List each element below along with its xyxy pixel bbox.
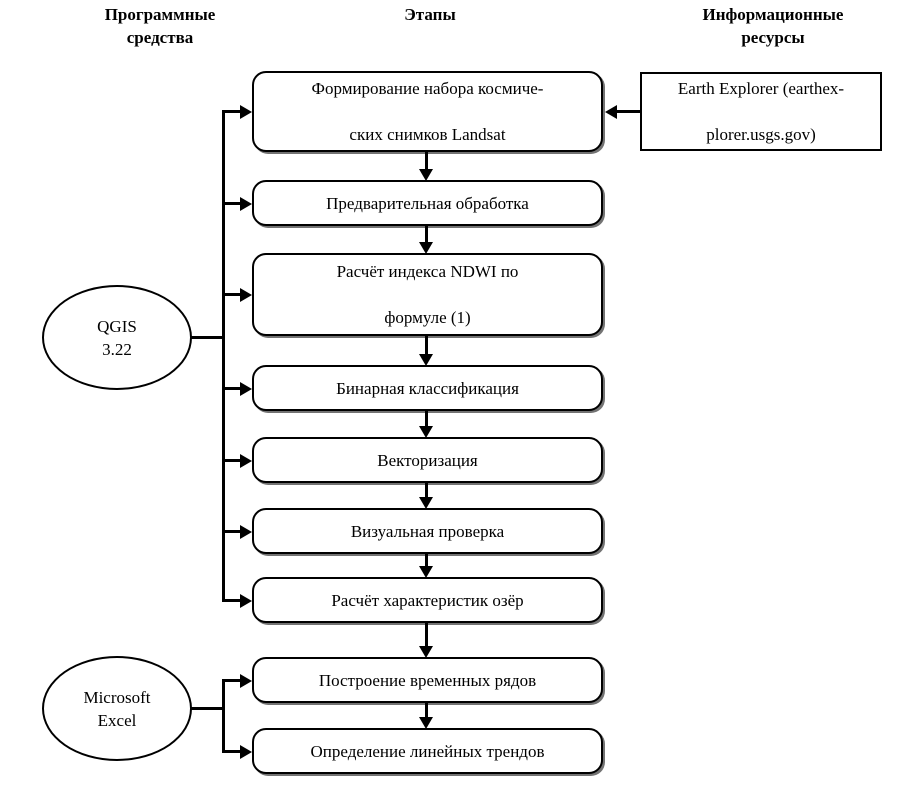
qgis-arrow-to-stage-6 (240, 525, 252, 539)
stage-box-2[interactable]: Предварительная обработка (252, 180, 603, 226)
qgis-arrow-to-stage-3 (240, 288, 252, 302)
qgis-bracket-spine (222, 110, 225, 602)
qgis-arrow-to-stage-5 (240, 454, 252, 468)
flow-arrow-2-3 (419, 242, 433, 254)
column-header-resources: Информационные ресурсы (648, 3, 898, 49)
stage-box-1[interactable]: Формирование набора космиче- ских снимко… (252, 71, 603, 152)
software-node-qgis-line2: 3.22 (102, 339, 132, 359)
flow-arrow-4-5 (419, 426, 433, 438)
column-header-software: Программные средства (40, 3, 280, 49)
stage-box-7-line1: Расчёт характеристик озёр (331, 590, 524, 610)
flow-arrow-7-8 (419, 646, 433, 658)
software-node-excel-line1: Microsoft (83, 687, 151, 707)
software-node-excel[interactable]: Microsoft Excel (42, 656, 192, 761)
software-node-excel-line2: Excel (97, 710, 137, 730)
resource-box-earth-explorer-line2: plorer.usgs.gov) (706, 125, 816, 144)
stage-box-6[interactable]: Визуальная проверка (252, 508, 603, 554)
stage-box-1-line2: ских снимков Landsat (349, 125, 506, 144)
flow-connector-7-8-line (425, 623, 428, 649)
qgis-arrow-to-stage-7 (240, 594, 252, 608)
resource-arrow-to-stage-1 (605, 105, 617, 119)
stage-box-4-line1: Бинарная классификация (336, 378, 519, 398)
qgis-branch-line-5 (222, 459, 244, 462)
stage-box-5[interactable]: Векторизация (252, 437, 603, 483)
stage-box-7[interactable]: Расчёт характеристик озёр (252, 577, 603, 623)
stage-box-3-line2: формуле (1) (384, 308, 471, 327)
excel-arrow-to-stage-8 (240, 674, 252, 688)
flow-connector-3-4-line (425, 336, 428, 357)
qgis-branch-line-6 (222, 530, 244, 533)
flow-arrow-8-9 (419, 717, 433, 729)
column-header-resources-line1: Информационные (702, 5, 844, 24)
stage-box-8[interactable]: Построение временных рядов (252, 657, 603, 703)
stage-box-1-line1: Формирование набора космиче- (311, 79, 544, 98)
column-header-stages-label: Этапы (404, 5, 456, 24)
qgis-branch-line-7 (222, 599, 244, 602)
qgis-stem-line (190, 336, 224, 339)
qgis-arrow-to-stage-1 (240, 105, 252, 119)
excel-stem-line (190, 707, 224, 710)
excel-branch-line-2 (222, 750, 244, 753)
excel-arrow-to-stage-9 (240, 745, 252, 759)
software-node-qgis-line1: QGIS (97, 316, 137, 336)
stage-box-9[interactable]: Определение линейных трендов (252, 728, 603, 774)
software-node-qgis[interactable]: QGIS 3.22 (42, 285, 192, 390)
stage-box-8-line1: Построение временных рядов (318, 670, 537, 690)
column-header-resources-line2: ресурсы (741, 28, 805, 47)
qgis-branch-line-3 (222, 293, 244, 296)
stage-box-2-line1: Предварительная обработка (326, 193, 529, 213)
stage-box-6-line1: Визуальная проверка (350, 521, 505, 541)
qgis-arrow-to-stage-2 (240, 197, 252, 211)
column-header-software-line1: Программные (104, 5, 216, 24)
excel-bracket-spine (222, 680, 225, 752)
flow-arrow-1-2 (419, 169, 433, 181)
stage-box-3[interactable]: Расчёт индекса NDWI по формуле (1) (252, 253, 603, 336)
resource-box-earth-explorer-line1: Earth Explorer (earthex- (677, 79, 845, 98)
flow-connector-2-3-line (425, 226, 428, 245)
qgis-branch-line-4 (222, 387, 244, 390)
stage-box-3-line1: Расчёт индекса NDWI по (336, 262, 519, 281)
flow-arrow-3-4 (419, 354, 433, 366)
flow-connector-5-6-line (425, 483, 428, 500)
qgis-branch-line-2 (222, 202, 244, 205)
resource-connector-line (617, 110, 642, 113)
column-header-software-line2: средства (126, 28, 194, 47)
excel-branch-line-1 (222, 679, 244, 682)
flow-connector-6-7-line (425, 554, 428, 569)
qgis-branch-line-1 (222, 110, 244, 113)
flow-connector-4-5-line (425, 411, 428, 429)
stage-box-9-line1: Определение линейных трендов (310, 741, 545, 761)
resource-box-earth-explorer[interactable]: Earth Explorer (earthex- plorer.usgs.gov… (640, 72, 882, 151)
stage-box-5-line1: Векторизация (377, 450, 478, 470)
stage-box-4[interactable]: Бинарная классификация (252, 365, 603, 411)
flow-connector-8-9-line (425, 703, 428, 720)
column-header-stages: Этапы (330, 3, 530, 26)
flow-connector-1-2-line (425, 152, 428, 172)
qgis-arrow-to-stage-4 (240, 382, 252, 396)
flow-arrow-6-7 (419, 566, 433, 578)
flow-arrow-5-6 (419, 497, 433, 509)
